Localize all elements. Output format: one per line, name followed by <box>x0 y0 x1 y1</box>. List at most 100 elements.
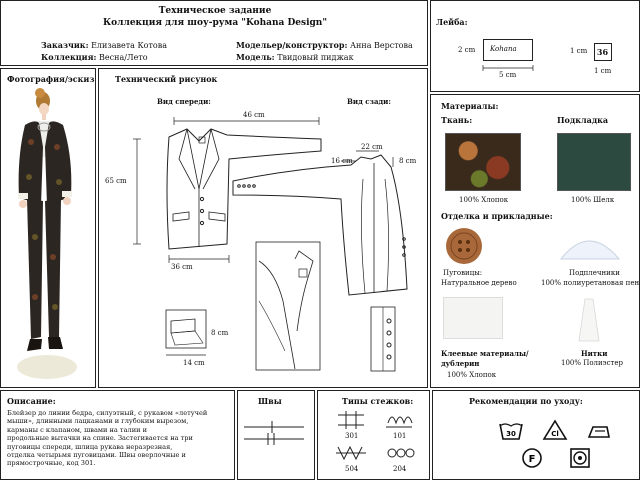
tumble-dry-icon <box>570 448 590 468</box>
description-line: отделка четырьмя пуговицами. Швы оверлоч… <box>7 451 186 460</box>
trims-title: Отделка и прикладные: <box>441 211 553 221</box>
stitch-code-504: 504 <box>345 465 359 473</box>
stitch-101-icon <box>386 416 413 428</box>
designer-row: Модельер/конструктор: Анна Верстова <box>236 40 413 50</box>
description-line: мыши», длинными лацканами и глубоким выр… <box>7 417 189 426</box>
seam-diagram <box>244 421 304 445</box>
stitch-204-icon <box>387 448 415 458</box>
buttons-desc: Натуральное дерево <box>441 279 517 287</box>
iron-icon <box>587 426 610 438</box>
client-label: Заказчик: <box>41 40 89 50</box>
wash-30-icon: 30 <box>499 423 523 440</box>
fabric-swatch <box>445 133 521 191</box>
shoulder-label: Подплечники <box>569 269 620 277</box>
designer-label: Модельер/конструктор: <box>236 40 348 50</box>
cuff-detail-drawing <box>370 306 396 372</box>
wash-temp: 30 <box>506 430 516 438</box>
size-label-value: 36 <box>596 47 609 57</box>
front-view-drawing <box>133 117 322 263</box>
button-image <box>446 228 482 264</box>
brand-label-width: 5 cm <box>499 71 517 79</box>
stitches-title: Типы стежков: <box>342 396 414 406</box>
description-text: Блейзер до линии бедра, силуэтный, с рук… <box>7 409 233 468</box>
lining-swatch <box>557 133 631 191</box>
shoulder-pad-image <box>559 240 621 260</box>
thread-desc: 100% Полиэстер <box>561 359 624 367</box>
dim-back-top: 22 cm <box>361 143 383 151</box>
interlining-label-2: дублерин <box>441 359 480 368</box>
description-line: продольные вытачки на спине. Застегивает… <box>7 434 193 443</box>
collection-label: Коллекция: <box>41 52 97 62</box>
materials-panel: Материалы: Ткань: Подкладка 100% Хлопок … <box>430 94 640 388</box>
brand-label-tag: Kohana <box>483 39 533 61</box>
dryclean-text: F <box>529 454 536 465</box>
thread-label: Нитки <box>581 349 608 358</box>
description-title: Описание: <box>7 396 56 406</box>
description-line: карманы с клапаном, швами на талии и <box>7 425 147 434</box>
dim-length: 65 cm <box>105 177 127 185</box>
label-title: Лейба: <box>436 17 468 27</box>
size-label-tag: 36 <box>594 43 612 61</box>
pocket-detail-drawing <box>165 309 207 356</box>
bleach-cl-icon: Cl <box>542 419 568 440</box>
interlining-desc: 100% Хлопок <box>447 371 497 379</box>
lining-desc: 100% Шелк <box>571 196 615 204</box>
front-view-label: Вид спереди: <box>157 97 211 106</box>
materials-title: Материалы: <box>441 101 499 111</box>
collection-value: Весна/Лето <box>99 53 148 62</box>
dim-pocket-w: 14 cm <box>183 359 205 367</box>
back-view-drawing <box>232 150 408 296</box>
description-line: прямострочные, код 301. <box>7 459 96 468</box>
stitches-panel: Типы стежков: 301 101 504 204 <box>317 390 430 480</box>
buttons-label: Пуговицы: <box>443 269 483 277</box>
stitch-301-icon <box>338 411 364 429</box>
dryclean-f-icon: F <box>522 448 542 468</box>
care-panel: Рекомендации по уходу: 30 Cl F <box>432 390 640 480</box>
dim-neck: 8 cm <box>399 157 417 165</box>
photo-title: Фотография/эскиз <box>7 74 95 84</box>
client-value: Елизавета Котова <box>91 41 167 50</box>
tech-title: Технический рисунок <box>115 74 218 84</box>
description-line: Блейзер до линии бедра, силуэтный, с рук… <box>7 409 208 417</box>
label-panel: Лейба: Kohana 2 cm 5 cm 36 1 cm 1 cm <box>430 0 640 92</box>
header-panel: Техническое задание Коллекция для шоу-ру… <box>0 0 428 66</box>
fashion-sketch <box>17 88 77 379</box>
lining-label: Подкладка <box>557 115 609 125</box>
shoulder-desc: 100% полиуретановая пена <box>541 279 640 287</box>
doc-subtitle: Коллекция для шоу-рума "Kohana Design" <box>102 18 328 28</box>
dim-pocket-h: 8 cm <box>211 329 229 337</box>
fabric-desc: 100% Хлопок <box>459 196 509 204</box>
client-row: Заказчик: Елизавета Котова <box>41 40 167 50</box>
dim-width: 36 cm <box>171 263 193 271</box>
brand-label-text: Kohana <box>490 45 517 53</box>
bleach-text: Cl <box>551 430 559 438</box>
model-value: Твидовый пиджак <box>277 53 354 62</box>
size-label-width: 1 cm <box>594 67 612 75</box>
dim-collar: 16 cm <box>331 157 353 165</box>
model-row: Модель: Твидовый пиджак <box>236 52 354 62</box>
doc-title: Техническое задание <box>158 6 272 16</box>
interlining-swatch <box>443 297 503 339</box>
seams-panel: Швы <box>237 390 315 480</box>
stitch-code-204: 204 <box>393 465 407 473</box>
thread-spool-image <box>578 298 600 342</box>
stitch-504-icon <box>336 445 366 461</box>
brand-label-height: 2 cm <box>458 46 476 54</box>
model-label: Модель: <box>236 52 275 62</box>
description-panel: Описание: Блейзер до линии бедра, силуэт… <box>0 390 235 480</box>
care-title: Рекомендации по уходу: <box>469 396 583 406</box>
description-line: пуговицы спереди, шлица рукава неразрезн… <box>7 442 173 451</box>
tech-drawing-panel: Технический рисунок Вид спереди: Вид сза… <box>98 68 428 388</box>
collar-detail-drawing <box>255 241 321 371</box>
photo-panel: Фотография/эскиз <box>0 68 96 388</box>
designer-value: Анна Верстова <box>349 41 413 50</box>
brand-width-dim <box>482 65 534 71</box>
stitch-code-301: 301 <box>345 432 359 440</box>
dim-sleeve: 46 cm <box>243 111 265 119</box>
stitch-code-101: 101 <box>393 432 407 440</box>
collection-row: Коллекция: Весна/Лето <box>41 52 148 62</box>
back-view-label: Вид сзади: <box>347 97 391 106</box>
size-label-height: 1 cm <box>570 47 588 55</box>
seams-title: Швы <box>258 396 282 406</box>
interlining-label: Клеевые материалы/ <box>441 349 529 358</box>
